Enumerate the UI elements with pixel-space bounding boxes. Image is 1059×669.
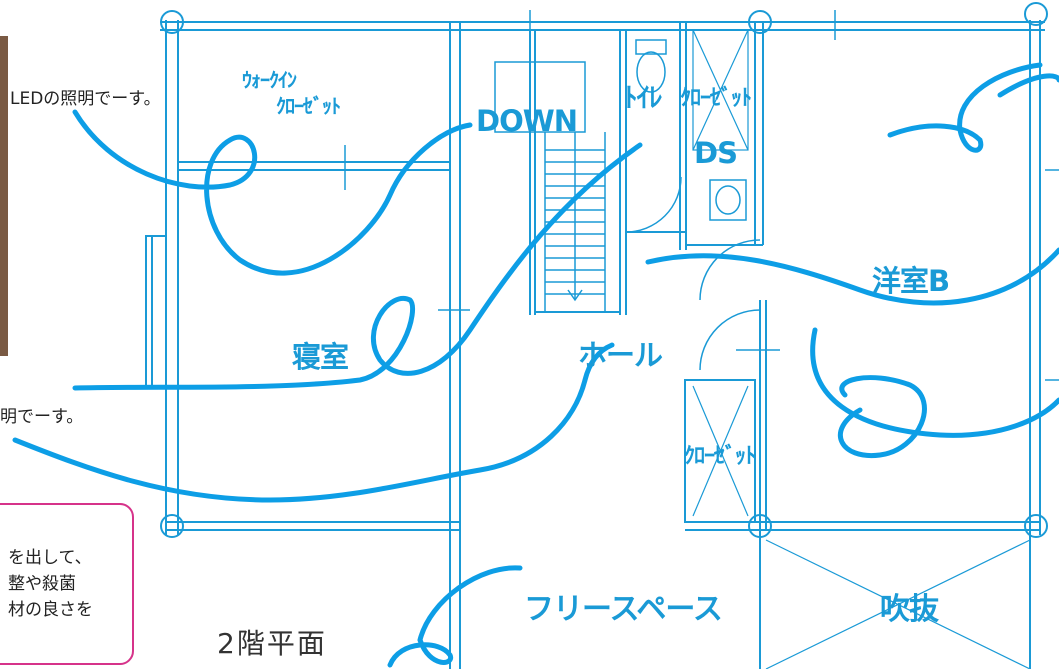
column-markers — [160, 2, 1048, 538]
room-label-closet-mid: ｸﾛｰｾﾞｯﾄ — [684, 444, 756, 469]
room-label-ds: DS — [694, 136, 738, 170]
callout-line-2: 整や殺菌 — [8, 574, 76, 594]
callout-box: を出して、 整や殺菌 材の良さを — [0, 503, 134, 665]
photo-edge — [0, 36, 8, 356]
room-label-closet-top: ｸﾛｰｾﾞｯﾄ — [680, 86, 752, 111]
scribbles — [12, 62, 1059, 668]
room-label-bedroom: 寝室 — [292, 340, 349, 374]
room-label-walk-in-closet: ｳｫｰｸｲﾝ — [242, 68, 297, 92]
callout-line-3: 材の良さを — [8, 600, 93, 620]
plan-caption: 2階平面 — [217, 627, 327, 660]
room-label-free-space: フリースペース — [524, 592, 723, 627]
room-label-walk-in-closet-2: ｸﾛｰｾﾞｯﾄ — [276, 94, 341, 118]
closet-crosses — [692, 29, 1031, 669]
room-label-toilet: ﾄｲﾚ — [624, 83, 662, 114]
note-lighting-partial: 明でーす。 — [0, 407, 84, 427]
room-label-atrium: 吹抜 — [880, 592, 939, 627]
room-label-down: DOWN — [476, 104, 578, 138]
callout-line-1: を出して、 — [8, 548, 92, 568]
room-label-hall: ホール — [578, 338, 663, 372]
room-label-western-room-b: 洋室B — [872, 264, 950, 298]
toilet-fixtures — [635, 39, 747, 221]
note-led-lighting: LEDの照明でーす。 — [10, 89, 161, 109]
dimension-ticks — [344, 10, 1059, 381]
